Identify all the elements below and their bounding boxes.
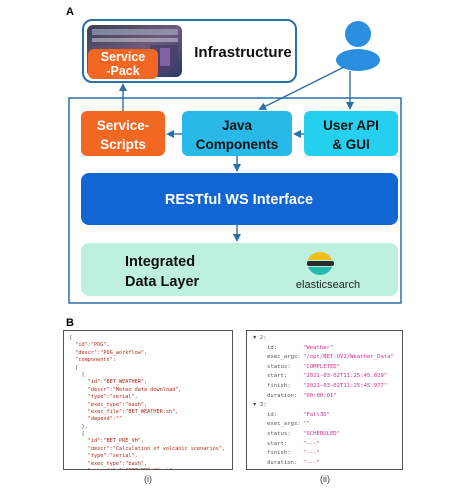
json-code-line: "id":"BET_PRE_VH",: [69, 438, 144, 445]
panel-b-label: B: [66, 317, 74, 329]
json-code-line: "descr":"Calculation of volcanic scenari…: [69, 445, 226, 452]
status-key: finish:: [267, 382, 291, 389]
service-pack-box: Service -Pack: [88, 49, 158, 79]
status-key: id:: [267, 344, 278, 351]
status-value: "2021-03-02T11:25:45.029": [303, 373, 388, 380]
status-row: exec_args:"/opt/BET-OV2/Weather_Data": [253, 353, 396, 363]
status-row: status: "COMPLETED": [253, 363, 396, 373]
status-key: duration:: [267, 392, 298, 399]
json-code-line: {: [69, 335, 73, 341]
json-code-line: "type":"serial",: [69, 394, 138, 401]
service-scripts-label-1: Service-: [97, 118, 150, 133]
json-code-line: [: [69, 364, 79, 371]
status-key: duration:: [267, 459, 298, 466]
user-api-label-2: & GUI: [332, 137, 370, 152]
status-value: "": [303, 421, 310, 428]
service-scripts-box: Service- Scripts: [81, 111, 165, 156]
json-code-line: "id":"POG",: [69, 342, 110, 349]
status-row: status: "SCHEDULED": [253, 430, 396, 440]
status-value: "COMPLETED": [303, 363, 341, 370]
elasticsearch-logo-text: elasticsearch: [296, 279, 360, 291]
json-code-line: "exec_type":"bash",: [69, 401, 148, 408]
json-code-line: "exec_file":"BET_WEATHER.sh",: [69, 408, 179, 415]
json-code-line: "exec_file":"BET_PRE_VH.sh",: [69, 468, 227, 469]
status-row: exec_args:"": [253, 420, 396, 430]
java-components-label-2: Components: [196, 137, 279, 152]
json-code-line: },: [69, 423, 88, 430]
json-code-line: "id":"BET_WEATHER",: [69, 379, 148, 386]
json-code-line: "exec_type":"bash",: [69, 460, 148, 467]
status-value: "/opt/BET-OV2/Weather_Data": [303, 354, 394, 361]
execution-status-view: ▼ 2:id:"Weather"exec_args:"/opt/BET-OV2/…: [246, 330, 403, 470]
status-key: status:: [267, 363, 291, 370]
status-value: "Fall3D": [303, 411, 330, 418]
caption-ii: (ii): [320, 474, 330, 484]
status-key: exec_args:: [267, 421, 301, 428]
service-pack-label-2: -Pack: [106, 64, 139, 78]
status-key: finish:: [267, 450, 291, 457]
status-group-header[interactable]: ▼ 3:: [253, 402, 267, 409]
status-value: "2021-03-02T11:25:45.977": [303, 382, 388, 389]
status-value: "SCHEDULED": [303, 430, 341, 437]
caption-i: (i): [144, 474, 152, 484]
status-value: "Weather": [303, 344, 334, 351]
status-row: duration: "---": [253, 459, 396, 469]
system-container: [68, 97, 402, 304]
json-code-line: {: [69, 371, 85, 378]
workflow-json-code: { "id":"POG", "descr":"POG_workflow", "c…: [63, 330, 233, 470]
json-code-line: {: [69, 431, 85, 438]
restful-ws-interface-box: RESTful WS Interface: [81, 173, 398, 225]
status-row: start: "---": [253, 440, 396, 450]
status-key: start:: [267, 440, 288, 447]
status-value: "---": [303, 459, 320, 466]
user-icon: [336, 21, 380, 71]
status-row: start: "2021-03-02T11:25:45.029": [253, 372, 396, 382]
infrastructure-title: Infrastructure: [194, 44, 292, 61]
status-row: duration: "00:00:01": [253, 392, 396, 402]
elasticsearch-logo-icon: [307, 252, 334, 275]
json-code-line: "components":: [69, 357, 116, 364]
status-group-header[interactable]: ▼ 2:: [253, 335, 267, 341]
java-components-label-1: Java: [222, 118, 253, 133]
infrastructure-box: Service -Pack Infrastructure: [82, 19, 297, 83]
status-row: id: "Weather": [253, 344, 396, 354]
status-row: id: "Fall3D": [253, 411, 396, 421]
java-components-box: Java Components: [182, 111, 292, 156]
connector-arrows: [119, 66, 354, 242]
status-value: "---": [303, 450, 320, 457]
json-code-line: "descr":"Meteo data download",: [69, 386, 182, 393]
status-value: "---": [303, 440, 320, 447]
status-key: exec_args:: [267, 354, 301, 361]
status-row: finish: "---": [253, 449, 396, 459]
json-code-line: "type":"serial",: [69, 453, 138, 460]
restful-ws-label: RESTful WS Interface: [165, 192, 313, 208]
status-value: "00:00:01": [303, 392, 337, 399]
panel-a-label: A: [66, 6, 74, 18]
status-key: status:: [267, 430, 291, 437]
json-code-line: "descr":"POG_workflow",: [69, 349, 148, 356]
user-api-label-1: User API: [323, 118, 379, 133]
user-api-gui-box: User API & GUI: [304, 111, 398, 156]
status-row: finish: "2021-03-02T11:25:45.977": [253, 382, 396, 392]
integrated-data-layer-box: Integrated Data Layer elasticsearch: [81, 243, 398, 296]
status-key: start:: [267, 373, 288, 380]
service-pack-label-1: Service: [101, 50, 146, 64]
data-layer-label-1: Integrated: [125, 254, 195, 270]
status-key: id:: [267, 411, 278, 418]
architecture-diagram: Service -Pack Infrastructure Service- Sc…: [68, 19, 402, 304]
service-scripts-label-2: Scripts: [100, 137, 146, 152]
data-layer-label-2: Data Layer: [125, 274, 200, 290]
json-code-line: "depend":"": [69, 416, 123, 423]
